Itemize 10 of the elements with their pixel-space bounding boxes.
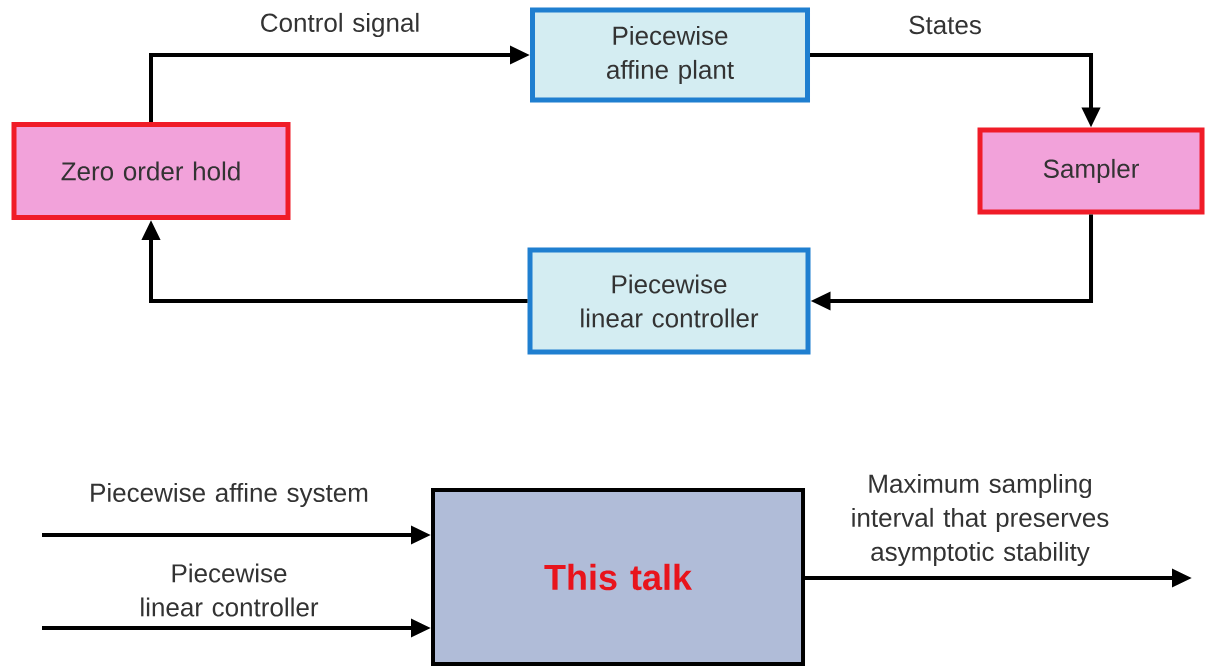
edge-label: Maximum sampling interval that preserves asymptotic stability [852, 473, 1109, 567]
process-box: Piecewise affine plant [530, 7, 810, 103]
process-box: Piecewise linear controller [527, 247, 811, 355]
edge-label: Piecewise linear controller [141, 563, 319, 617]
process-box: Zero order hold [11, 122, 291, 220]
edge-label: States [909, 15, 981, 35]
process-box: Sampler [977, 127, 1205, 215]
edge-label: Control signal [261, 12, 419, 38]
process-box: This talk [431, 488, 805, 666]
edge-label: Piecewise affine system [91, 482, 368, 508]
